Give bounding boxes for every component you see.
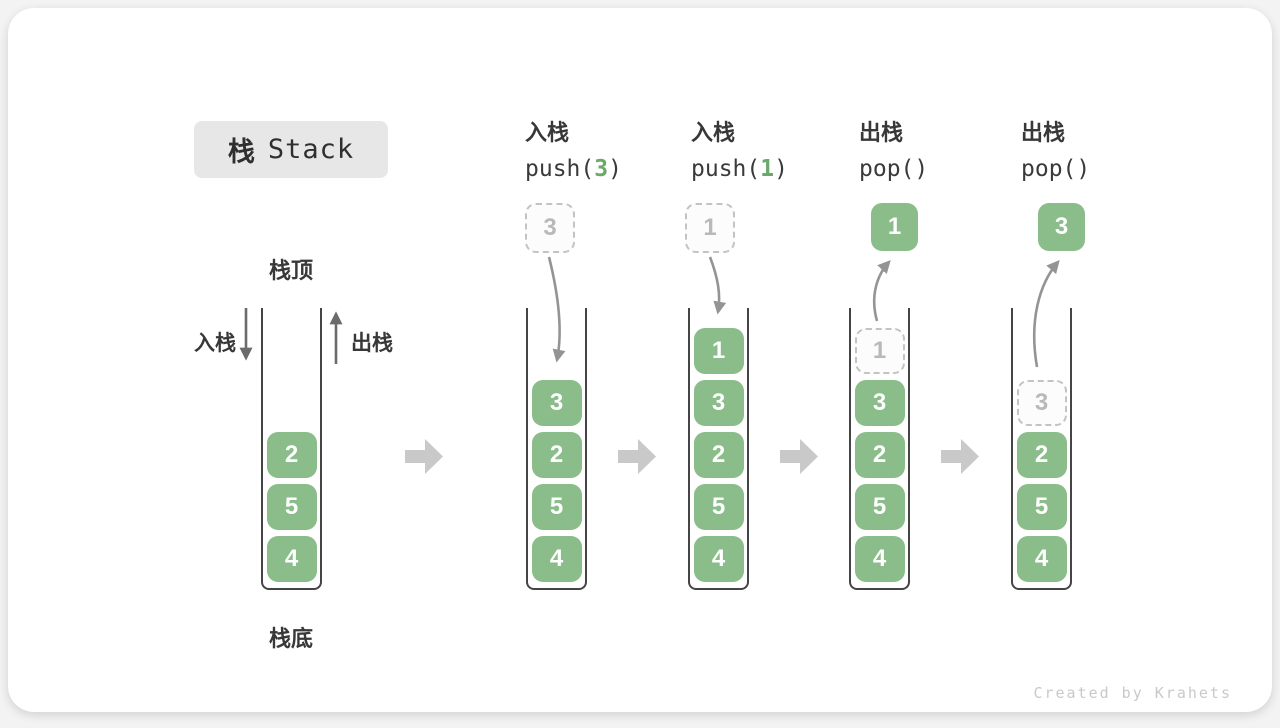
stage-flow-arrow-icon — [618, 439, 656, 474]
stack-cell: 5 — [531, 484, 582, 530]
title-en: Stack — [267, 134, 355, 165]
stack-cell: 2 — [854, 432, 905, 478]
op-fn: push( — [525, 156, 595, 182]
stack-cell: 2 — [266, 432, 317, 478]
stack-cell: 5 — [693, 484, 744, 530]
op-action: 出栈 — [1021, 120, 1066, 145]
popped-value-box: 3 — [1038, 203, 1085, 251]
stack-cell: 2 — [531, 432, 582, 478]
stack-cell: 4 — [854, 536, 905, 582]
stack-pop-1: 1 3 2 5 4 — [849, 308, 910, 590]
stack-cell: 5 — [266, 484, 317, 530]
pop-direction-label: 出栈 — [351, 332, 393, 355]
title-zh: 栈 — [227, 137, 255, 167]
op-fn: pop( — [1021, 156, 1077, 182]
stack-cell: 3 — [531, 380, 582, 426]
incoming-value-box: 1 — [685, 203, 735, 253]
op-code: push(1) — [691, 156, 788, 182]
stack-cell: 4 — [693, 536, 744, 582]
stack-after-push-3: 3 2 5 4 — [526, 308, 587, 590]
op-action: 入栈 — [691, 120, 736, 145]
op-close: ) — [608, 156, 622, 182]
op-caption-push-3: 入栈 push(3) — [525, 115, 622, 182]
stack-cell: 4 — [531, 536, 582, 582]
title-badge: 栈 Stack — [194, 121, 388, 178]
op-code: pop() — [1021, 156, 1090, 182]
stage-flow-arrow-icon — [780, 439, 818, 474]
stage-flow-arrow-icon — [941, 439, 979, 474]
stack-cell: 4 — [266, 536, 317, 582]
stack-cell: 2 — [1016, 432, 1067, 478]
op-arg: 3 — [594, 156, 609, 182]
stack-cell-ghost: 3 — [1016, 380, 1067, 426]
op-caption-push-1: 入栈 push(1) — [691, 115, 788, 182]
stack-top-label: 栈顶 — [268, 258, 313, 283]
op-caption-pop-3: 出栈 pop() — [1021, 115, 1090, 182]
op-action: 入栈 — [525, 120, 570, 145]
stack-cell: 3 — [854, 380, 905, 426]
op-fn: push( — [691, 156, 761, 182]
push-1-curve-arrow-icon — [708, 256, 727, 315]
op-fn: pop( — [859, 156, 915, 182]
stage-flow-arrow-icon — [405, 439, 443, 474]
op-close: ) — [1076, 156, 1091, 182]
stack-cell: 2 — [693, 432, 744, 478]
stack-initial: 2 5 4 — [261, 308, 322, 590]
op-code: pop() — [859, 156, 928, 182]
op-arg: 1 — [760, 156, 775, 182]
stack-cell: 5 — [1016, 484, 1067, 530]
stack-bottom-label: 栈底 — [268, 626, 313, 651]
stack-cell-ghost: 1 — [854, 328, 905, 374]
watermark: Created by Krahets — [1033, 684, 1232, 702]
op-close: ) — [914, 156, 929, 182]
stack-cell: 5 — [854, 484, 905, 530]
stack-cell: 3 — [693, 380, 744, 426]
stack-after-push-1: 1 3 2 5 4 — [688, 308, 749, 590]
stack-cell: 4 — [1016, 536, 1067, 582]
op-caption-pop-1: 出栈 pop() — [859, 115, 928, 182]
stack-cell: 1 — [693, 328, 744, 374]
popped-value-box: 1 — [871, 203, 918, 251]
op-code: push(3) — [525, 156, 622, 182]
stack-pop-3: 3 2 5 4 — [1011, 308, 1072, 590]
op-action: 出栈 — [859, 120, 904, 145]
op-close: ) — [774, 156, 788, 182]
diagram-card: 栈 Stack 栈顶 栈底 入栈 出栈 入栈 push(3) 入栈 push(1… — [8, 8, 1272, 712]
push-direction-label: 入栈 — [194, 332, 236, 355]
incoming-value-box: 3 — [525, 203, 575, 253]
